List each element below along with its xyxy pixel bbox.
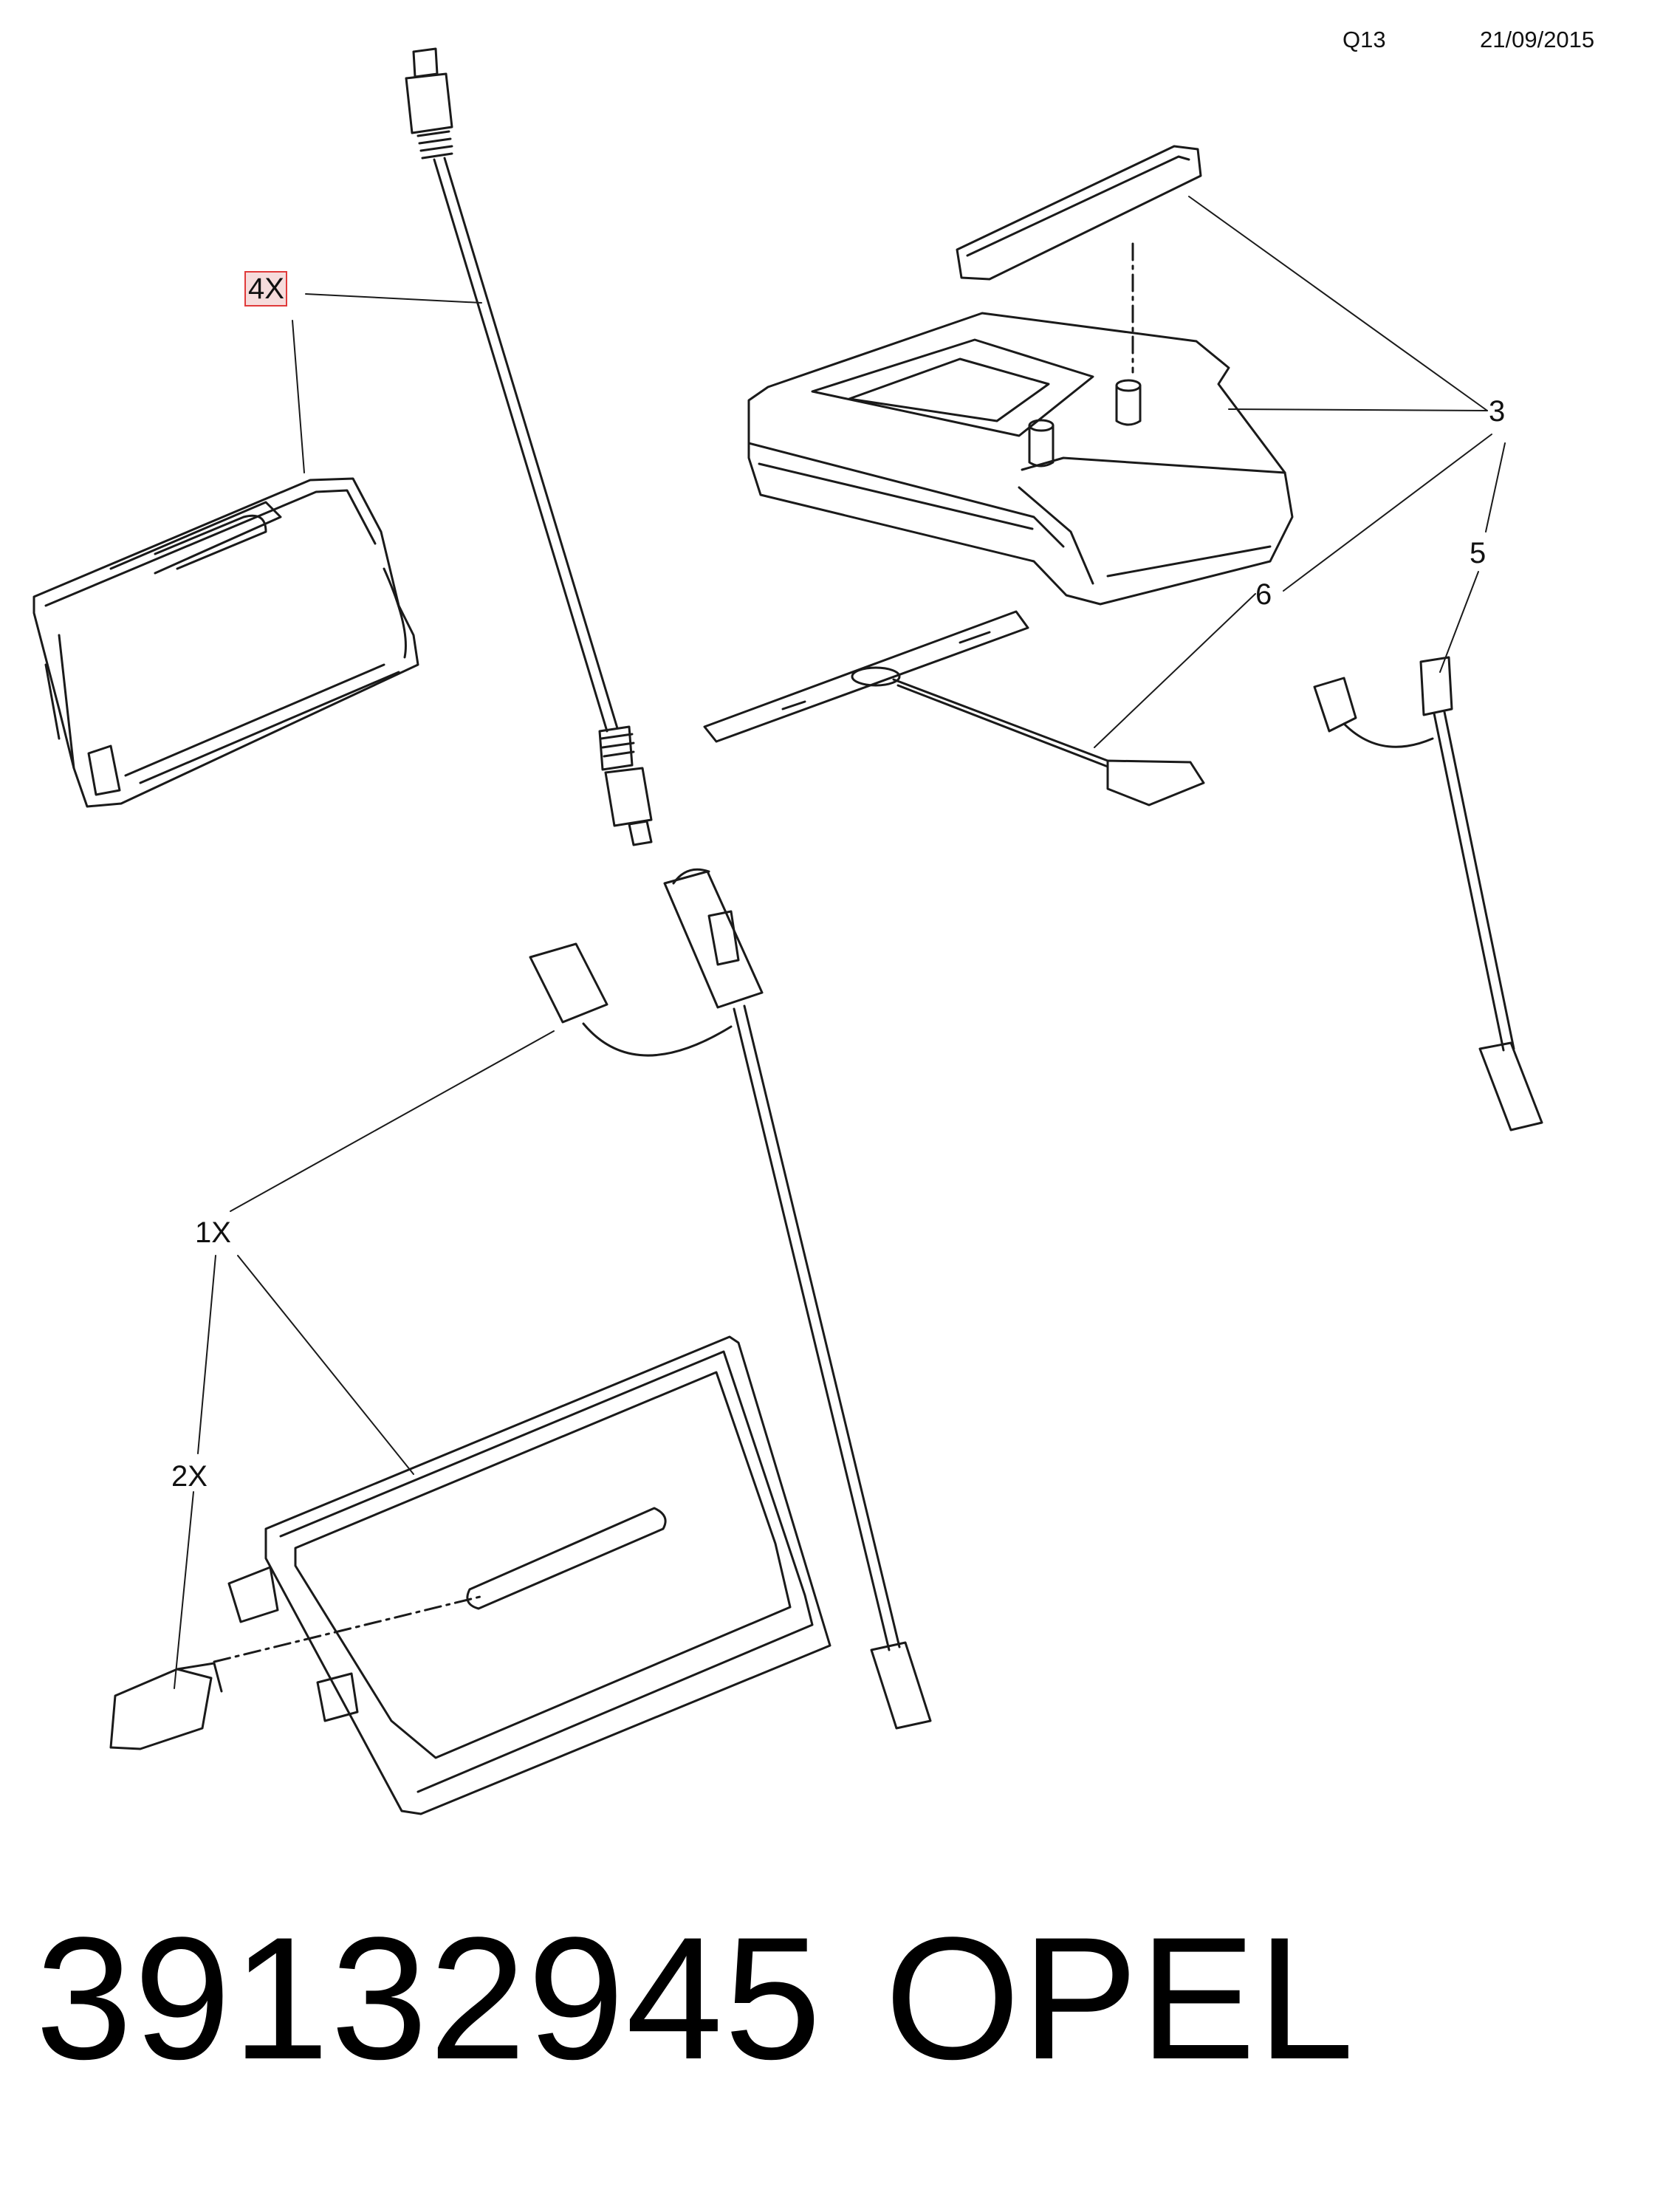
part-5-harness: [1313, 656, 1543, 1131]
part-6-antenna: [703, 610, 1205, 807]
callout-4-highlight: [244, 271, 287, 307]
callout-4: 4X: [248, 273, 284, 305]
part-number: 39132945: [35, 1901, 823, 2096]
part-1-harness: [529, 868, 932, 1730]
part-4-handheld-unit: [32, 477, 419, 808]
callout-3: 3: [1489, 395, 1505, 428]
brand-name: OPEL: [885, 1901, 1356, 2096]
callout-1: 1X: [195, 1216, 231, 1249]
header-code: Q13: [1343, 27, 1386, 52]
leader-lines: [174, 196, 1506, 1689]
part-3-tray: [747, 145, 1294, 606]
header-date: 21/09/2015: [1480, 27, 1595, 52]
callout-6: 6: [1255, 578, 1272, 611]
part-4-usb-cable: [405, 47, 653, 846]
callout-2: 2X: [171, 1460, 208, 1493]
callout-5: 5: [1470, 537, 1486, 569]
part-1-bezel: [109, 1335, 832, 1815]
